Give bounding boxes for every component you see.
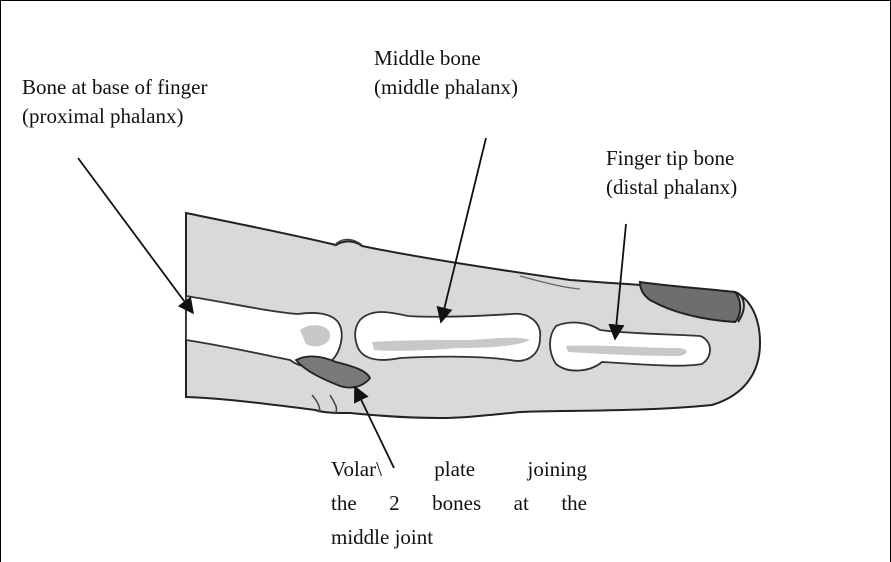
label-volar-plate: Volar\ plate joining the 2 bones at the … — [331, 452, 587, 554]
arrow-proximal — [78, 158, 193, 313]
label-distal-line2: (distal phalanx) — [606, 173, 737, 202]
label-volar-line3: middle joint — [331, 520, 587, 554]
label-distal-line1: Finger tip bone — [606, 144, 737, 173]
label-proximal-line1: Bone at base of finger — [22, 73, 207, 102]
label-distal-phalanx: Finger tip bone (distal phalanx) — [606, 144, 737, 202]
label-volar-line2: the 2 bones at the — [331, 486, 587, 520]
label-proximal-phalanx: Bone at base of finger (proximal phalanx… — [22, 73, 207, 131]
middle-phalanx-bone — [355, 312, 540, 361]
label-middle-line1: Middle bone — [374, 44, 518, 73]
label-middle-phalanx: Middle bone (middle phalanx) — [374, 44, 518, 102]
label-middle-line2: (middle phalanx) — [374, 73, 518, 102]
label-proximal-line2: (proximal phalanx) — [22, 102, 207, 131]
label-volar-line1: Volar\ plate joining — [331, 452, 587, 486]
